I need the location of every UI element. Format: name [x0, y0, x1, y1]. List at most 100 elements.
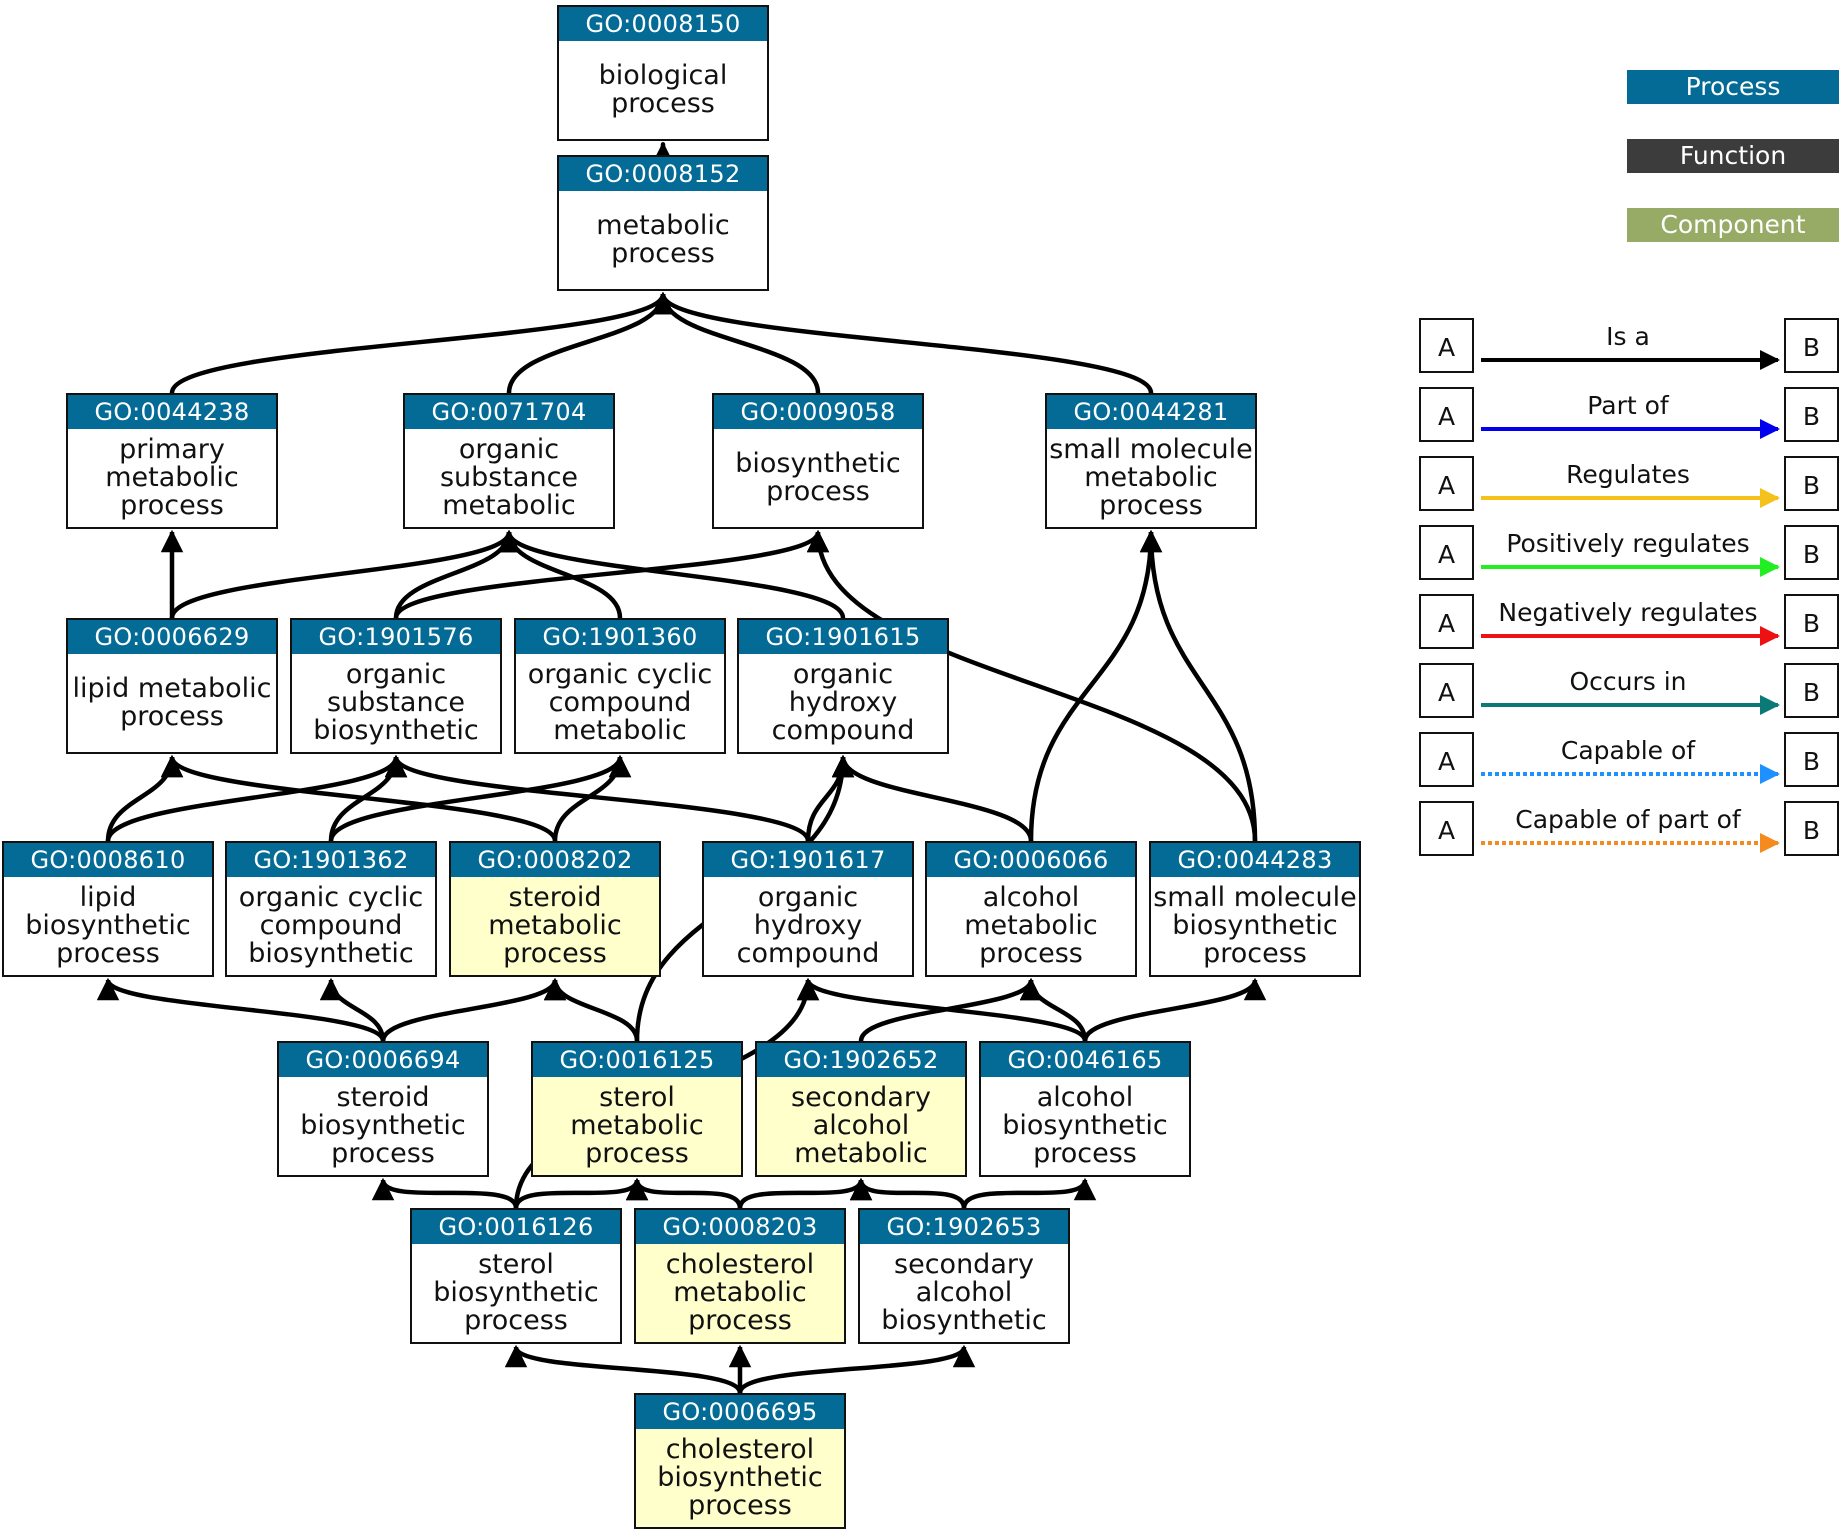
go-node-label: biological process: [598, 60, 728, 119]
is-a-edge: [1019, 977, 1088, 1042]
go-node[interactable]: GO:0006695 cholesterol biosynthetic proce…: [634, 1393, 846, 1529]
is-a-edge: [737, 1344, 976, 1394]
go-node-label: steroid biosynthetic process: [300, 1082, 466, 1169]
is-a-edge: [384, 754, 811, 842]
go-node[interactable]: GO:1901617 organic hydroxy compound: [702, 841, 914, 977]
go-node-label: organic substance metabolic: [439, 434, 579, 521]
go-node-label: steroid metabolic process: [488, 882, 622, 969]
legend-relation-label: Occurs in: [1569, 667, 1687, 696]
go-node-label: alcohol biosynthetic process: [1002, 1082, 1168, 1169]
legend-relation-label: Positively regulates: [1506, 529, 1750, 558]
is-a-edge: [796, 977, 1088, 1042]
go-node-label: organic cyclic compound metabolic: [527, 659, 713, 746]
legend-relation-label: Part of: [1587, 391, 1669, 420]
go-node-id: GO:0008150: [559, 7, 767, 41]
legend-source-box: A: [1419, 663, 1474, 718]
legend-relation-label: Capable of part of: [1515, 805, 1741, 834]
is-a-edge: [1082, 977, 1267, 1042]
go-node-id: GO:1901576: [292, 620, 500, 654]
is-a-edge: [160, 754, 558, 842]
go-node-label: organic hydroxy compound: [736, 882, 880, 969]
go-node-id: GO:1901617: [704, 843, 912, 877]
go-node-id: GO:0008152: [559, 157, 767, 191]
go-node[interactable]: GO:0071704 organic substance metabolic: [403, 393, 615, 529]
go-node-label: sterol metabolic process: [570, 1082, 704, 1169]
legend-relation-label: Capable of: [1560, 736, 1696, 765]
legend-target-box: B: [1784, 732, 1839, 787]
go-node-id: GO:0016126: [412, 1210, 620, 1244]
go-node-label: organic cyclic compound biosynthetic: [238, 882, 424, 969]
go-node-id: GO:0044238: [68, 395, 276, 429]
go-node[interactable]: GO:1901576 organic substance biosynthetic: [290, 618, 502, 754]
go-node-id: GO:0008202: [451, 843, 659, 877]
go-node[interactable]: GO:0008150 biological process: [557, 5, 769, 141]
legend-category-function: Function: [1627, 139, 1839, 173]
legend-source-box: A: [1419, 525, 1474, 580]
legend-target-box: B: [1784, 456, 1839, 511]
go-node-label: alcohol metabolic process: [964, 882, 1098, 969]
go-node-label: cholesterol biosynthetic process: [657, 1434, 823, 1521]
is-a-edge: [1139, 529, 1258, 842]
go-node-id: GO:0044283: [1151, 843, 1359, 877]
legend-source-box: A: [1419, 456, 1474, 511]
is-a-edge: [328, 754, 632, 842]
go-node-id: GO:0006629: [68, 620, 276, 654]
go-node[interactable]: GO:0044238 primary metabolic process: [66, 393, 278, 529]
legend-target-box: B: [1784, 801, 1839, 856]
go-node-id: GO:0009058: [714, 395, 922, 429]
legend-category-process: Process: [1627, 70, 1839, 104]
is-a-edge: [371, 1177, 519, 1209]
go-node-id: GO:1901362: [227, 843, 435, 877]
go-node[interactable]: GO:0008202 steroid metabolic process: [449, 841, 661, 977]
legend-target-box: B: [1784, 318, 1839, 373]
go-node-label: small molecule metabolic process: [1049, 434, 1253, 521]
go-node-label: primary metabolic process: [105, 434, 239, 521]
go-node-label: secondary alcohol metabolic: [791, 1082, 931, 1169]
go-node-id: GO:0006695: [636, 1395, 844, 1429]
is-a-edge: [169, 529, 521, 619]
legend-source-box: A: [1419, 318, 1474, 373]
go-node[interactable]: GO:1901362 organic cyclic compound biosyn…: [225, 841, 437, 977]
go-node[interactable]: GO:0016126 sterol biosynthetic process: [410, 1208, 622, 1344]
is-a-edge: [651, 291, 1154, 394]
legend-target-box: B: [1784, 594, 1839, 649]
is-a-edge: [543, 977, 640, 1042]
go-node-label: sterol biosynthetic process: [433, 1249, 599, 1336]
legend-target-box: B: [1784, 525, 1839, 580]
go-node-label: cholesterol metabolic process: [665, 1249, 815, 1336]
is-a-edge: [169, 291, 675, 394]
go-node[interactable]: GO:0044283 small molecule biosynthetic pr…: [1149, 841, 1361, 977]
legend-source-box: A: [1419, 801, 1474, 856]
legend-source-box: A: [1419, 387, 1474, 442]
legend-relation-label: Negatively regulates: [1498, 598, 1758, 627]
go-node-label: secondary alcohol biosynthetic: [881, 1249, 1047, 1336]
legend-source-box: A: [1419, 732, 1474, 787]
go-node-id: GO:1901615: [739, 620, 947, 654]
is-a-edge: [105, 754, 408, 842]
go-node-id: GO:0071704: [405, 395, 613, 429]
go-node-id: GO:0006066: [927, 843, 1135, 877]
is-a-edge: [513, 1177, 649, 1209]
legend-relation-label: Is a: [1606, 322, 1650, 351]
go-node[interactable]: GO:0006066 alcohol metabolic process: [925, 841, 1137, 977]
is-a-edge: [497, 529, 846, 619]
go-node-label: organic substance biosynthetic: [313, 659, 479, 746]
go-node-label: small molecule biosynthetic process: [1153, 882, 1357, 969]
is-a-edge: [1028, 529, 1163, 842]
is-a-edge: [625, 1177, 743, 1209]
